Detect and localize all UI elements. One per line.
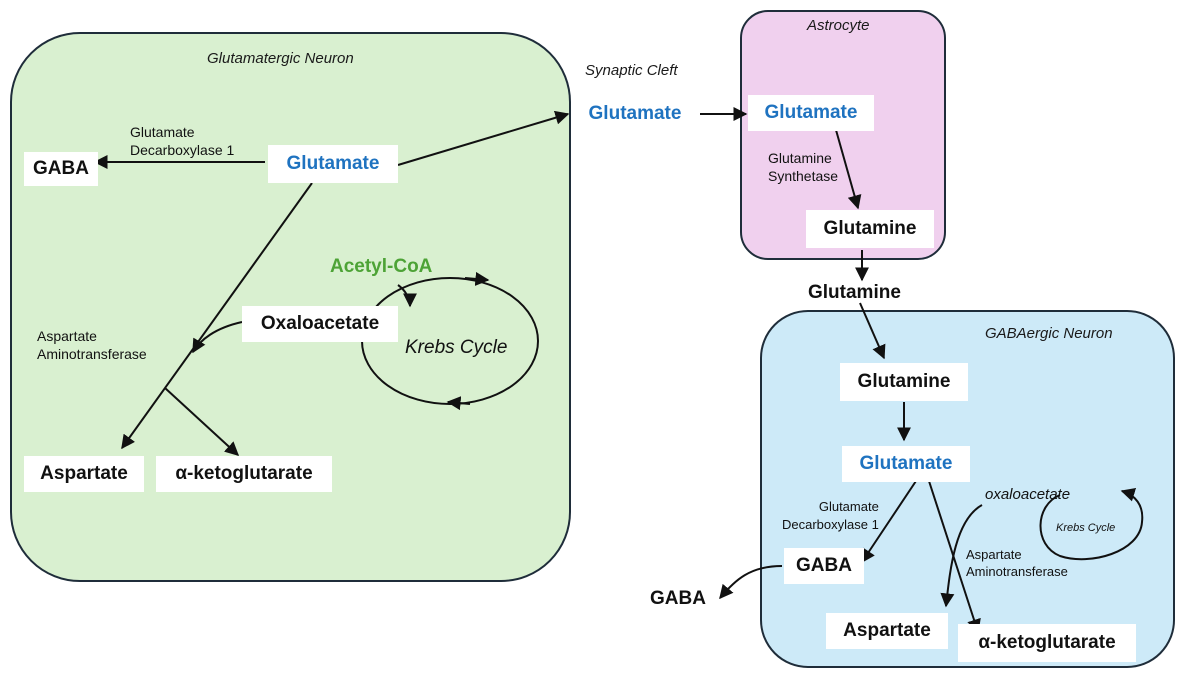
glutamine-synthetase-label: Glutamine Synthetase <box>768 149 838 185</box>
aspartate-box-gaba: Aspartate <box>826 613 948 649</box>
gs-label-line2: Synthetase <box>768 168 839 184</box>
gaba-released: GABA <box>650 588 706 609</box>
arrow-oxaloacetate-to-aspartate <box>940 504 983 608</box>
gad-label-line1: Glutamate <box>130 124 195 140</box>
aspartate-box: Aspartate <box>24 456 144 492</box>
acetyl-coa-label: Acetyl-CoA <box>330 256 433 277</box>
krebs-cycle-small <box>1039 488 1144 561</box>
oxaloacetate-label-gaba: oxaloacetate <box>985 486 1071 503</box>
ast-gaba-line2: Aminotransferase <box>966 564 1068 579</box>
ast-label-line1: Aspartate <box>37 328 97 344</box>
arrow-glutamate-to-gaba-g <box>861 477 919 564</box>
glutamate-box-astrocyte: Glutamate <box>748 95 874 131</box>
arrow-glutamate-to-glutamine-astro <box>835 129 862 210</box>
gabaergic-neuron-title: GABAergic Neuron <box>985 325 1113 342</box>
astrocyte-title: Astrocyte <box>807 17 870 34</box>
glutamine-box-gaba: Glutamine <box>840 363 968 401</box>
glutamate-cleft: Glutamate <box>573 97 697 131</box>
arrow-glutamate-to-aspartate <box>121 182 313 450</box>
ast-label-line2: Aminotransferase <box>37 346 147 362</box>
akg-box-gaba: α-ketoglutarate <box>958 624 1136 662</box>
gs-label-line1: Glutamine <box>768 150 832 166</box>
gad-gaba-line1: Glutamate <box>818 499 879 514</box>
arrow-branch-to-akg <box>164 387 240 456</box>
oxaloacetate-box: Oxaloacetate <box>242 306 398 342</box>
glutamate-box-gaba: Glutamate <box>842 446 970 482</box>
arrow-glutamine-into-gaba-neuron <box>859 302 886 360</box>
krebs-arrow-bottom <box>446 396 471 411</box>
gaba-box: GABA <box>24 152 98 186</box>
krebs-arrow-top <box>464 271 490 286</box>
glutamine-box-astrocyte: Glutamine <box>806 210 934 248</box>
arrow-gaba-release <box>719 565 783 600</box>
krebs-cycle-small-label: Krebs Cycle <box>1056 522 1116 534</box>
gad-label: Glutamate Decarboxylase 1 <box>130 123 234 159</box>
glutamine-transit: Glutamine <box>808 282 901 303</box>
neuron-title: Glutamatergic Neuron <box>207 50 354 67</box>
gad-label-line2: Decarboxylase 1 <box>130 142 235 158</box>
arrow-acetyl-coa-to-cycle <box>397 284 417 308</box>
glutamate-box-neuron: Glutamate <box>268 145 398 183</box>
ast-label-gaba: Aspartate Aminotransferase <box>966 546 1068 580</box>
gad-label-gaba: Glutamate Decarboxylase 1 <box>782 498 879 534</box>
ast-gaba-line1: Aspartate <box>966 547 1022 562</box>
gad-gaba-line2: Decarboxylase 1 <box>782 517 879 532</box>
arrow-glutamate-to-cleft <box>397 110 570 166</box>
arrow-oxaloacetate-curve <box>192 321 243 354</box>
gaba-box-gaba-neuron: GABA <box>784 548 864 584</box>
akg-box: α-ketoglutarate <box>156 456 332 492</box>
synaptic-cleft-title: Synaptic Cleft <box>585 62 678 79</box>
krebs-cycle-label: Krebs Cycle <box>405 337 508 358</box>
ast-label: Aspartate Aminotransferase <box>37 327 147 363</box>
